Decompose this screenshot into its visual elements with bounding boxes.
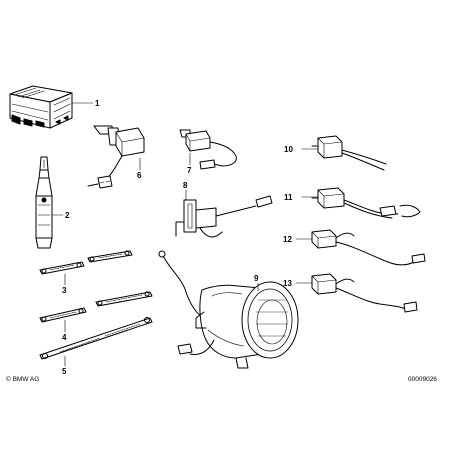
part-9-fog-lamp[interactable] (159, 251, 298, 368)
drawing-number: 00009026 (408, 376, 437, 383)
part-5-resistor-strip[interactable] (40, 318, 152, 360)
copyright-text: © BMW AG (6, 375, 39, 383)
part-1-kit-box[interactable] (10, 86, 72, 128)
callout-4: 4 (62, 333, 67, 342)
part-7-small-relay[interactable] (180, 130, 236, 169)
footer: © BMW AG 00009026 (6, 375, 437, 383)
part-6-relay-unit[interactable] (88, 126, 144, 188)
callout-1: 1 (95, 99, 100, 108)
callout-2: 2 (65, 211, 70, 220)
callout-9: 9 (254, 274, 259, 283)
callout-numbers: 1 2 3 4 5 6 7 8 9 10 11 12 13 (62, 99, 293, 376)
callout-5: 5 (62, 367, 67, 376)
callout-8: 8 (183, 181, 188, 190)
part-2-connector-plug[interactable] (36, 157, 52, 248)
callout-6: 6 (137, 171, 142, 180)
part-8-switch[interactable] (176, 196, 272, 237)
callout-3: 3 (62, 286, 67, 295)
part-10-relay[interactable] (312, 136, 386, 170)
part-4-resistor-strips[interactable] (40, 292, 152, 322)
part-12-relay-lead[interactable] (312, 230, 425, 265)
part-13-relay-lead[interactable] (312, 274, 417, 312)
callout-12: 12 (283, 235, 292, 244)
callout-11: 11 (284, 193, 293, 202)
callout-10: 10 (284, 145, 293, 154)
part-11-relay-harness[interactable] (312, 188, 420, 218)
part-3-resistor-strips[interactable] (40, 251, 132, 274)
callout-13: 13 (283, 279, 292, 288)
callout-7: 7 (187, 166, 192, 175)
